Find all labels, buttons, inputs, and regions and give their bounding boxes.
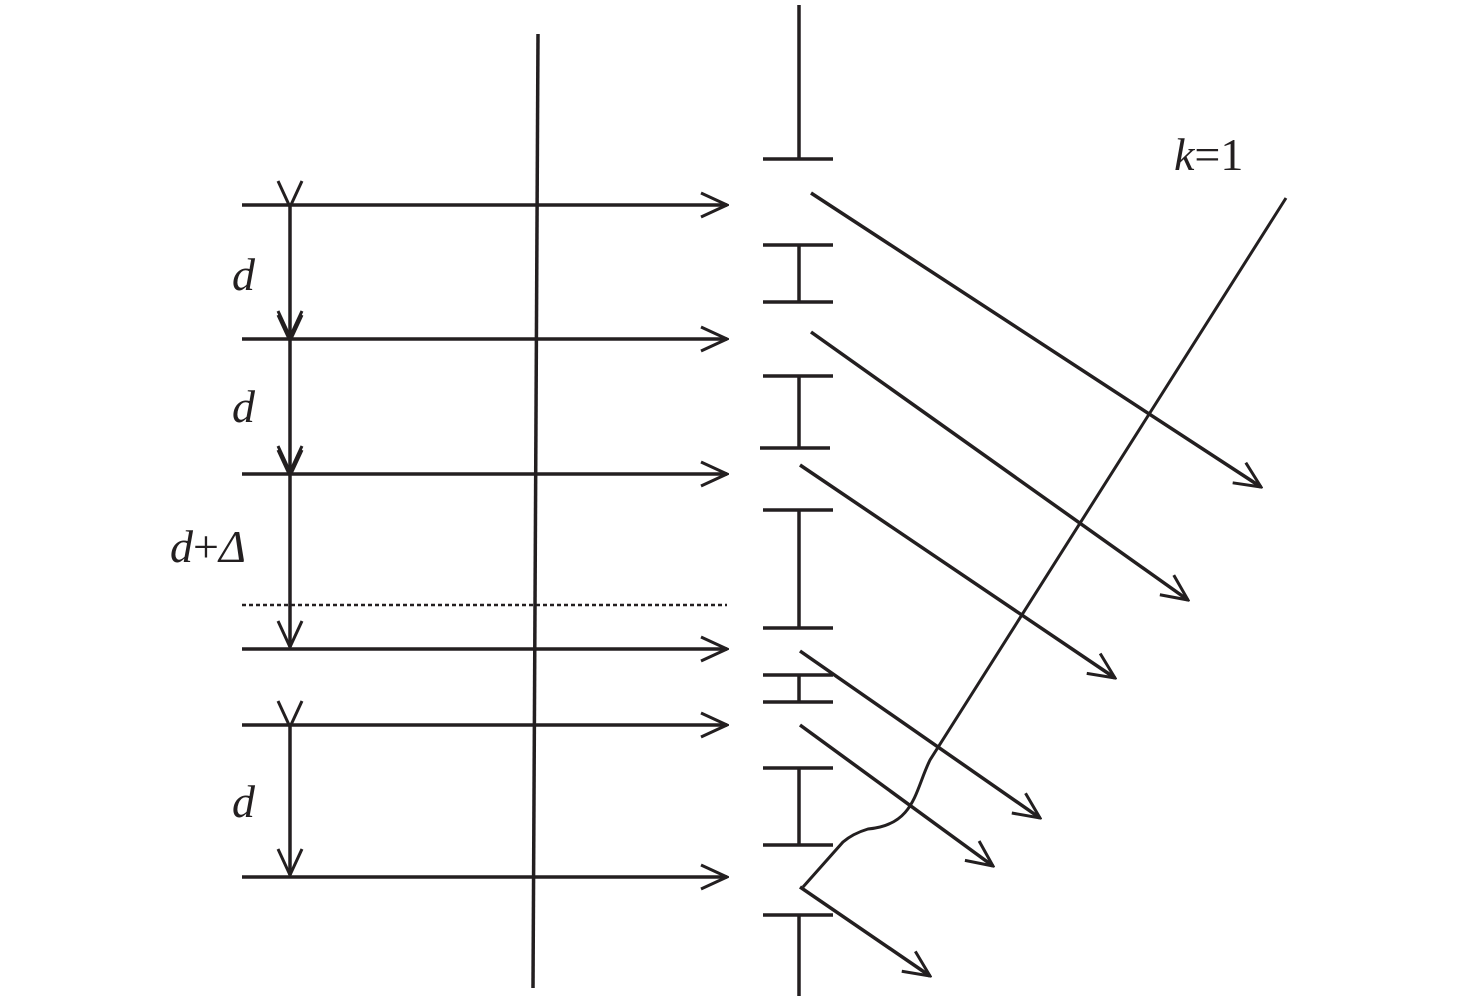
spacing-label-bottom: d [232, 776, 256, 827]
order-label: k=1 [1174, 129, 1243, 180]
grating [760, 5, 833, 996]
diffracted-ray [799, 885, 930, 976]
diffracted-ray [799, 649, 1040, 818]
reference-plane-line [531, 33, 540, 989]
diffracted-rays [798, 191, 1261, 976]
first-order-wavefront [801, 197, 1288, 888]
incident-rays [242, 205, 727, 877]
spacing-label-mid: d [232, 381, 256, 432]
diffracted-ray [810, 191, 1261, 487]
spacing-label-top: d [232, 249, 256, 300]
diffracted-ray [809, 330, 1188, 600]
spacing-label-defect: d+Δ [170, 521, 246, 572]
diffracted-ray [798, 723, 993, 866]
diffracted-ray [799, 463, 1115, 678]
